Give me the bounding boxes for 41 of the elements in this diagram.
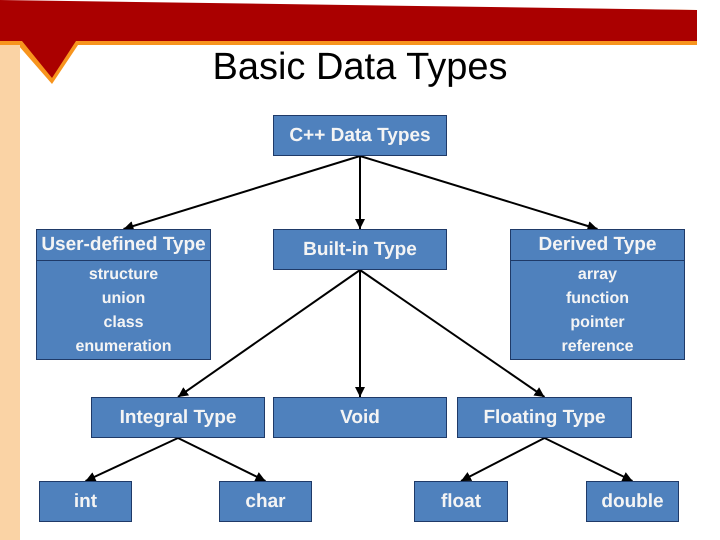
type-label: float bbox=[440, 490, 482, 514]
type-heading: User-defined Type bbox=[41, 233, 206, 257]
type-box bbox=[414, 481, 508, 522]
arrow bbox=[359, 269, 546, 398]
arrow bbox=[85, 437, 178, 482]
slide-title: Basic Data Types bbox=[212, 45, 508, 90]
type-label: Built-in Type bbox=[303, 238, 417, 262]
type-label: Void bbox=[340, 406, 380, 430]
type-box bbox=[457, 397, 632, 438]
type-item: enumeration bbox=[75, 337, 172, 357]
type-item: pointer bbox=[570, 313, 625, 333]
type-label: Integral Type bbox=[120, 406, 236, 430]
type-box bbox=[91, 397, 265, 438]
arrow bbox=[123, 155, 360, 231]
type-box bbox=[273, 229, 447, 270]
type-label: double bbox=[601, 490, 664, 514]
type-box bbox=[586, 481, 679, 522]
type-box bbox=[219, 481, 312, 522]
arrow bbox=[360, 155, 598, 231]
arrow bbox=[544, 437, 633, 482]
type-box bbox=[510, 229, 685, 360]
arrow bbox=[178, 437, 266, 482]
type-item: union bbox=[102, 289, 146, 309]
type-label: char bbox=[245, 490, 286, 514]
type-label: int bbox=[74, 490, 98, 514]
type-box bbox=[36, 229, 211, 360]
arrow bbox=[355, 156, 365, 229]
type-item: structure bbox=[88, 265, 158, 285]
type-item: array bbox=[578, 265, 618, 285]
type-item: reference bbox=[561, 337, 634, 357]
type-item: function bbox=[566, 289, 630, 309]
arrow bbox=[177, 269, 361, 398]
type-label: C++ Data Types bbox=[289, 124, 431, 148]
type-box bbox=[273, 115, 447, 156]
arrow bbox=[460, 437, 545, 482]
type-label: Floating Type bbox=[483, 406, 606, 430]
type-box bbox=[39, 481, 132, 522]
type-box bbox=[273, 397, 447, 438]
type-heading: Derived Type bbox=[538, 233, 656, 257]
type-item: class bbox=[103, 313, 144, 333]
arrow bbox=[355, 270, 365, 397]
